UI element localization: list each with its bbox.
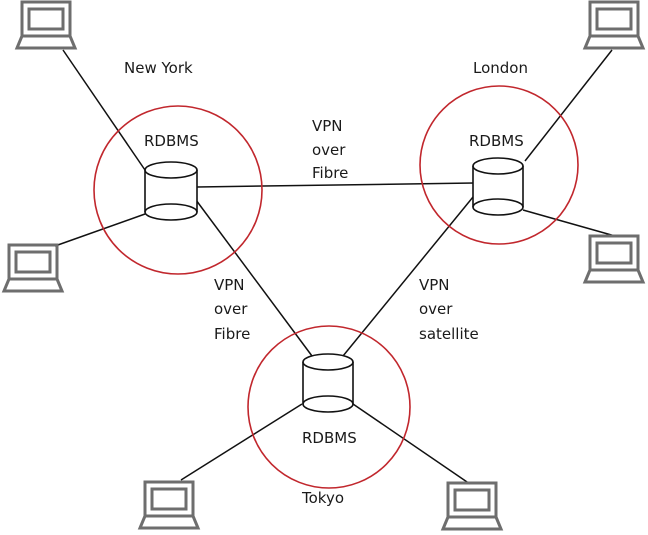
site-ring-london <box>419 85 579 245</box>
connection-label-ny-london: VPN over Fibre <box>312 117 348 182</box>
svg-text:satellite: satellite <box>419 325 479 343</box>
connection-label-london-tokyo: VPN over satellite <box>419 276 479 343</box>
laptop-icon[interactable] <box>138 480 200 530</box>
link-ny-laptop-2 <box>54 213 146 247</box>
db-label-tokyo: RDBMS <box>302 429 357 447</box>
site-ring-ny <box>93 105 263 275</box>
laptop-icon[interactable] <box>2 243 64 293</box>
laptop-icon[interactable] <box>15 0 77 50</box>
laptop-icon[interactable] <box>441 481 503 531</box>
site-name-tokyo: Tokyo <box>301 489 344 507</box>
site-ring-tokyo <box>247 325 411 489</box>
site-name-ny: New York <box>124 59 193 77</box>
svg-text:VPN: VPN <box>312 117 343 135</box>
svg-text:over: over <box>214 300 248 318</box>
site-name-london: London <box>473 59 528 77</box>
svg-text:Fibre: Fibre <box>214 325 250 343</box>
link-ny-tokyo <box>195 199 313 357</box>
connection-label-ny-tokyo: VPN over Fibre <box>214 276 250 343</box>
link-london-laptop-1 <box>524 49 613 162</box>
svg-text:VPN: VPN <box>214 276 245 294</box>
link-tokyo-laptop-2 <box>352 403 471 485</box>
link-ny-laptop-1 <box>62 49 146 171</box>
svg-text:over: over <box>419 300 453 318</box>
laptop-icon[interactable] <box>583 0 645 50</box>
db-label-london: RDBMS <box>469 132 524 150</box>
link-london-laptop-2 <box>522 209 616 237</box>
database-icon-ny[interactable] <box>144 161 198 221</box>
database-icon-london[interactable] <box>472 157 524 216</box>
link-london-tokyo <box>342 196 474 357</box>
svg-text:over: over <box>312 141 346 159</box>
db-label-ny: RDBMS <box>144 132 199 150</box>
database-icon-tokyo[interactable] <box>302 353 354 413</box>
link-ny-london <box>196 182 475 188</box>
svg-text:VPN: VPN <box>419 276 450 294</box>
svg-text:Fibre: Fibre <box>312 164 348 182</box>
laptop-icon[interactable] <box>583 234 645 284</box>
link-tokyo-laptop-1 <box>180 403 303 481</box>
